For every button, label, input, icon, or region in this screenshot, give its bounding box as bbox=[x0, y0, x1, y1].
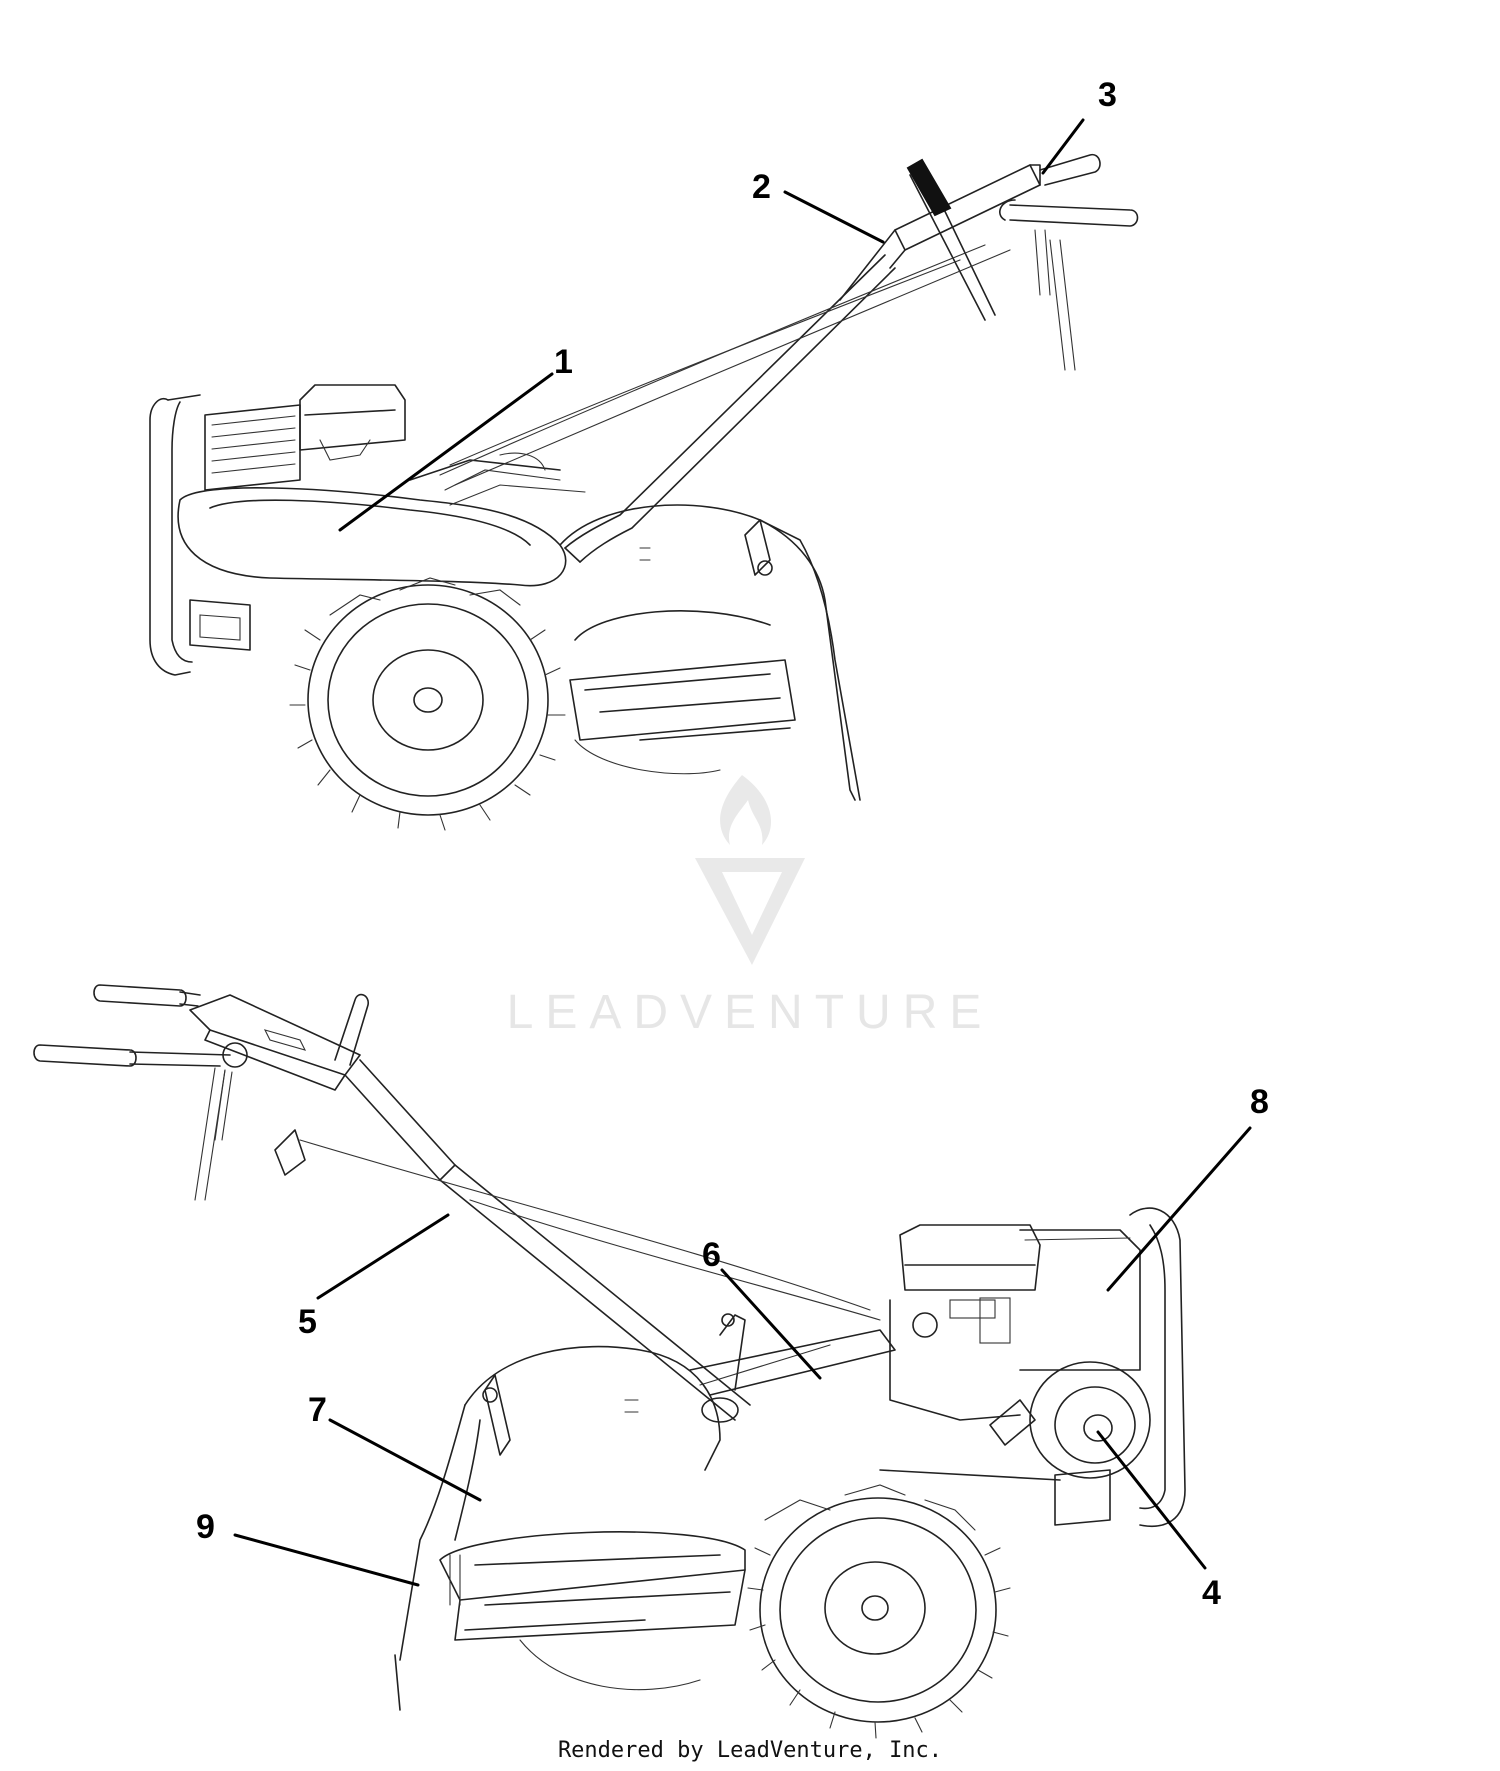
leader-lines bbox=[233, 118, 1252, 1587]
callout-5: 5 bbox=[298, 1303, 317, 1341]
callout-7: 7 bbox=[308, 1391, 327, 1429]
callout-4: 4 bbox=[1202, 1574, 1221, 1612]
leader-7 bbox=[328, 1418, 482, 1502]
callout-6: 6 bbox=[702, 1236, 721, 1274]
leader-5 bbox=[316, 1213, 450, 1300]
callout-2: 2 bbox=[752, 168, 771, 206]
tiller-top-view bbox=[149, 153, 1139, 831]
watermark-brand: LEADVENTURE bbox=[506, 986, 994, 1039]
leader-4 bbox=[1096, 1430, 1207, 1570]
callout-9: 9 bbox=[196, 1508, 215, 1546]
leader-6 bbox=[720, 1268, 822, 1380]
leader-9 bbox=[233, 1533, 420, 1587]
leader-2 bbox=[783, 190, 885, 244]
leadventure-flame-v-logo-icon bbox=[695, 775, 805, 965]
footer-credit: Rendered by LeadVenture, Inc. bbox=[557, 1738, 943, 1763]
leader-1 bbox=[338, 372, 554, 532]
callout-3: 3 bbox=[1098, 76, 1117, 114]
callout-8: 8 bbox=[1250, 1083, 1269, 1121]
leader-8 bbox=[1106, 1126, 1252, 1292]
tiller-bottom-view bbox=[33, 984, 1186, 1739]
leader-3 bbox=[1041, 118, 1085, 175]
callout-1: 1 bbox=[554, 343, 573, 381]
